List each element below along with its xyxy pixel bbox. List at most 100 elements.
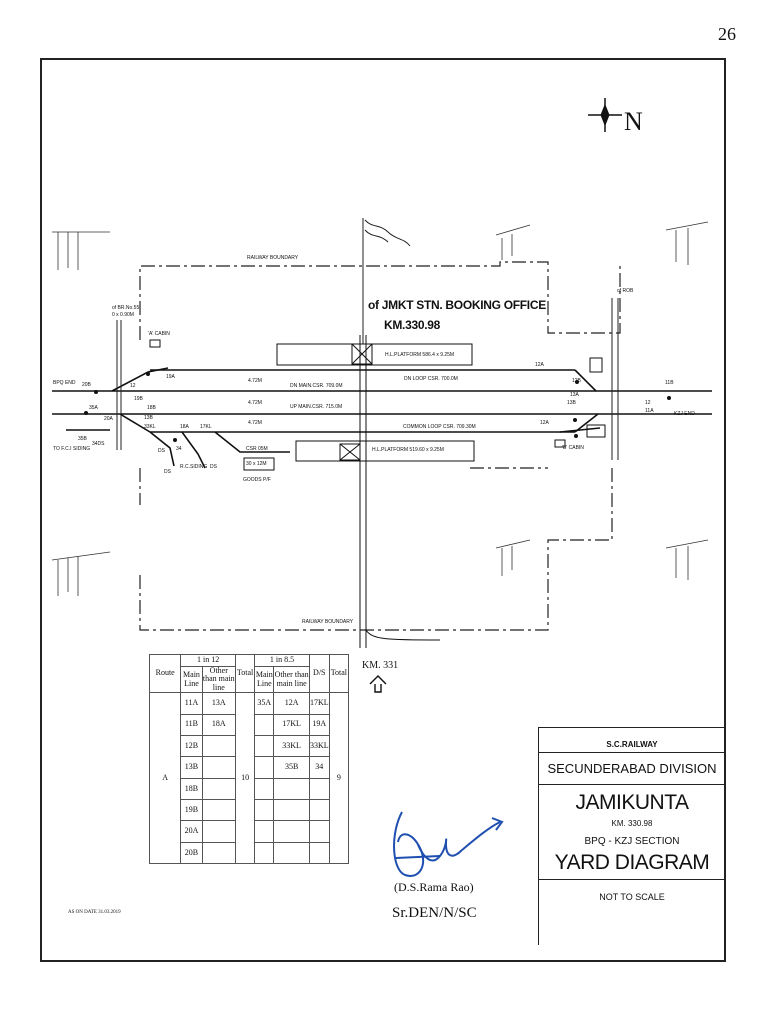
col-total2: Total [328,653,350,694]
rc-siding-label: R.C.SIDING [180,464,208,470]
signature-image [393,811,504,877]
table-cell [254,798,275,822]
division-name: SECUNDERABAD DIVISION [539,752,725,785]
table-cell [273,841,310,865]
table-cell [308,798,330,822]
rob-label: of ROB [617,288,634,294]
table-cell [308,777,330,800]
point-label: 20B [82,382,91,388]
point-label: 19B [134,396,143,402]
page-number: 26 [718,24,736,44]
table-cell: 12B [180,734,203,758]
section-name: BPQ - KZJ SECTION [584,836,680,847]
point-label: 34DS [92,441,105,447]
table-cell [254,820,275,843]
signatory-designation: Sr.DEN/N/SC [392,905,477,921]
table-cell [201,798,236,822]
platform-up-label: H.L.PLATFORM 586.4 x 9.25M [385,352,455,358]
b-cabin-label: 'B' CABIN [562,445,584,451]
point-label: 12 [645,400,651,406]
point-label: 17KL [200,424,212,430]
point-label: 13B [567,400,576,406]
total2-value: 9 [328,692,350,864]
table-cell: 11B [180,713,203,736]
route-value: A [148,692,182,864]
point-label: 34 [176,446,182,452]
table-cell: 19A [308,713,330,736]
point-label: 33KL [144,424,156,430]
table-cell [254,734,275,758]
point-label: 18A [180,424,189,430]
track-spacing-2: 4.72M [248,400,262,406]
bridge-size: 0 x 0.90M [112,312,134,318]
group-1-in-8-5: 1 in 8.5 [254,654,310,667]
table-cell [254,777,275,800]
table-cell: 35B [273,756,310,779]
point-label: 13A [570,392,579,398]
drawing-title: YARD DIAGRAM [539,847,725,880]
dn-loop-label: DN LOOP CSR. 700.0M [404,376,458,382]
svg-text:N: N [624,107,643,136]
km-marker: KM. 331 [362,660,399,671]
table-cell: 13B [180,756,203,779]
bridge-label: of BR.No.55 [112,305,140,311]
table-cell [254,841,275,865]
point-label: 13B [144,415,153,421]
table-cell [273,798,310,822]
col-other1: Other than main line [201,665,236,694]
railway-name: S.C.RAILWAY [606,740,658,749]
table-cell [201,777,236,800]
platform-dn-label: H.L.PLATFORM 519.60 x 9.25M [372,447,444,453]
point-label: 12B [572,378,581,384]
point-label: DS [158,448,165,454]
group-1-in-12: 1 in 12 [180,654,236,667]
station-name: JAMIKUNTA [575,791,689,814]
title-block: S.C.RAILWAY SECUNDERABAD DIVISION JAMIKU… [538,727,725,945]
col-main1: Main Line [180,665,203,694]
table-cell: 35A [254,692,275,715]
table-cell [254,756,275,779]
goods-size-label: 30 x 12M [246,461,267,467]
table-cell: 17KL [308,692,330,715]
table-cell [201,841,236,865]
point-label: DS [164,469,171,475]
north-arrow-icon: N [588,98,643,136]
railway-boundary-bottom: RAILWAY BOUNDARY [302,619,354,625]
goods-pf-label: GOODS P/F [243,477,271,483]
railway-boundary-top: RAILWAY BOUNDARY [247,255,299,261]
table-cell: 20B [180,841,203,865]
km-arrow-icon [369,675,387,693]
a-cabin-label: 'A' CABIN [148,331,170,337]
col-ds: D/S [308,653,330,694]
bpq-end-label: BPQ END [53,380,76,386]
station-km: KM. 330.98 [611,819,653,828]
track-spacing-3: 4.72M [248,420,262,426]
drawing-frame [40,58,726,962]
booking-office-label: of JMKT STN. BOOKING OFFICE [368,298,546,312]
goods-platform [243,457,275,471]
col-route: Route [148,653,182,694]
table-cell: 11A [180,692,203,715]
point-label: 12A [540,420,549,426]
table-cell: 12A [273,692,310,715]
fci-siding-label: TO F.C.I SIDING [53,446,91,452]
table-cell: 33KL [308,734,330,758]
route-table: Route 1 in 12 Total 1 in 8.5 D/S Total M… [148,653,350,865]
col-main2: Main Line [254,665,275,694]
point-label: 12 [130,383,136,389]
point-label: 35A [89,405,98,411]
table-cell [201,756,236,779]
table-cell: 17KL [273,713,310,736]
point-label: 35B [78,436,87,442]
point-label: 20A [104,416,113,422]
signatory-name: (D.S.Rama Rao) [394,880,474,894]
table-cell [273,777,310,800]
table-cell: 33KL [273,734,310,758]
table-cell: 34 [308,756,330,779]
table-cell: 18A [201,713,236,736]
table-cell: 19B [180,798,203,822]
table-cell [201,734,236,758]
table-cell: 13A [201,692,236,715]
table-cell [273,820,310,843]
